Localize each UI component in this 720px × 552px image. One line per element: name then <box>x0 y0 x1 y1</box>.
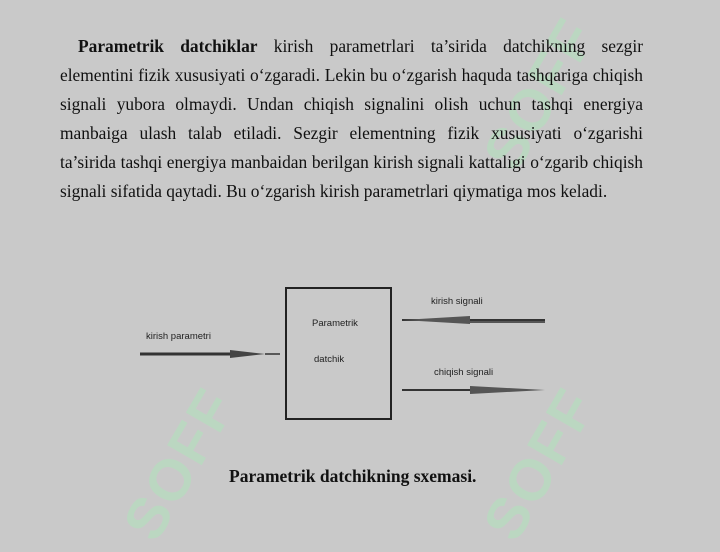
diagram-arrows <box>140 316 545 394</box>
body-paragraph: Parametrik datchiklar kirish parametrlar… <box>60 32 643 206</box>
output-signal-label: chiqish signali <box>434 367 494 378</box>
input-signal-arrow <box>402 316 545 324</box>
paragraph-text: kirish parametrlari ta’sirida datchiknin… <box>60 36 643 201</box>
diagram-caption: Parametrik datchikning sxemasi. <box>229 466 477 486</box>
input-signal-label: kirish signali <box>431 296 483 307</box>
sensor-box <box>285 287 392 420</box>
input-parameter-arrow <box>140 350 280 358</box>
input-parameter-label: kirish parametri <box>146 331 211 342</box>
box-label-line1: Parametrik <box>312 318 358 329</box>
output-signal-arrow <box>402 386 545 394</box>
box-label-line2: datchik <box>314 354 345 365</box>
bold-term: Parametrik datchiklar <box>78 36 258 56</box>
